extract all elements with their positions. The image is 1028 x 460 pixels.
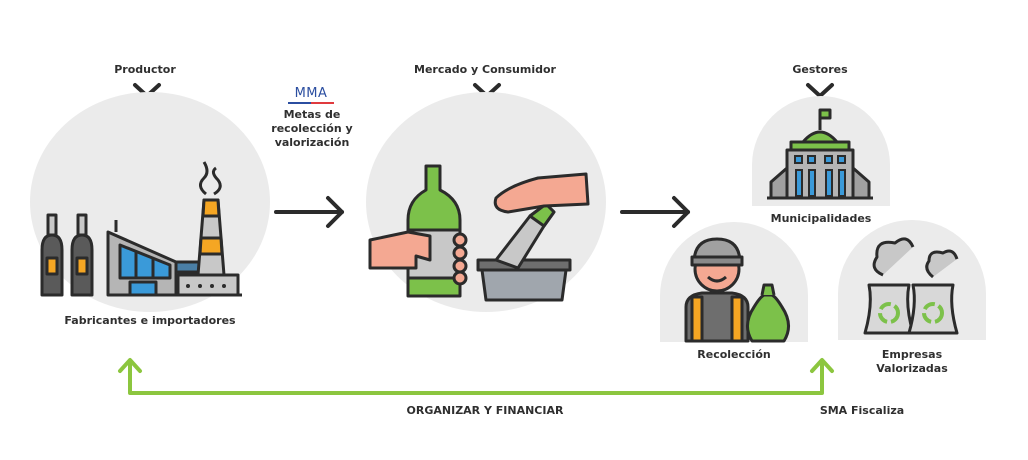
empresas-line-1: Empresas	[881, 348, 943, 361]
recycling-plant-icon	[863, 237, 959, 335]
recoleccion-label: Recolección	[697, 348, 771, 361]
empresas-line-2: Valorizadas	[876, 362, 948, 375]
government-building-icon	[767, 108, 873, 200]
sma-fiscaliza-label: SMA Fiscaliza	[819, 404, 905, 417]
arrow-up-icon	[118, 358, 142, 373]
gestores-header: Gestores	[792, 63, 848, 76]
empresas-label: Empresas Valorizadas	[838, 348, 986, 376]
mercado-header: Mercado y Consumidor	[414, 63, 556, 76]
mma-text: Metas de recolección y valorización	[262, 108, 362, 150]
municipalidades-label: Municipalidades	[770, 212, 872, 225]
mma-line-1: Metas de	[283, 108, 341, 121]
factory-icon	[40, 161, 242, 297]
feedback-loop-arrow	[118, 358, 834, 395]
productor-caption: Fabricantes e importadores	[64, 314, 236, 327]
mma-logo-text: MMA	[294, 86, 328, 101]
collector-worker-icon	[684, 237, 790, 343]
mma-logo: MMA	[288, 86, 334, 104]
mma-line-3: valorización	[274, 136, 350, 149]
arrow-up-icon	[810, 358, 834, 373]
mma-logo-underline	[288, 102, 334, 104]
mma-line-2: recolección y	[271, 122, 353, 135]
hand-bottle-recycle-icon	[368, 164, 590, 302]
productor-header: Productor	[114, 63, 176, 76]
organizar-financiar-label: ORGANIZAR Y FINANCIAR	[406, 404, 564, 417]
arrow-right-icon	[620, 196, 690, 228]
arrow-right-icon	[274, 196, 344, 228]
